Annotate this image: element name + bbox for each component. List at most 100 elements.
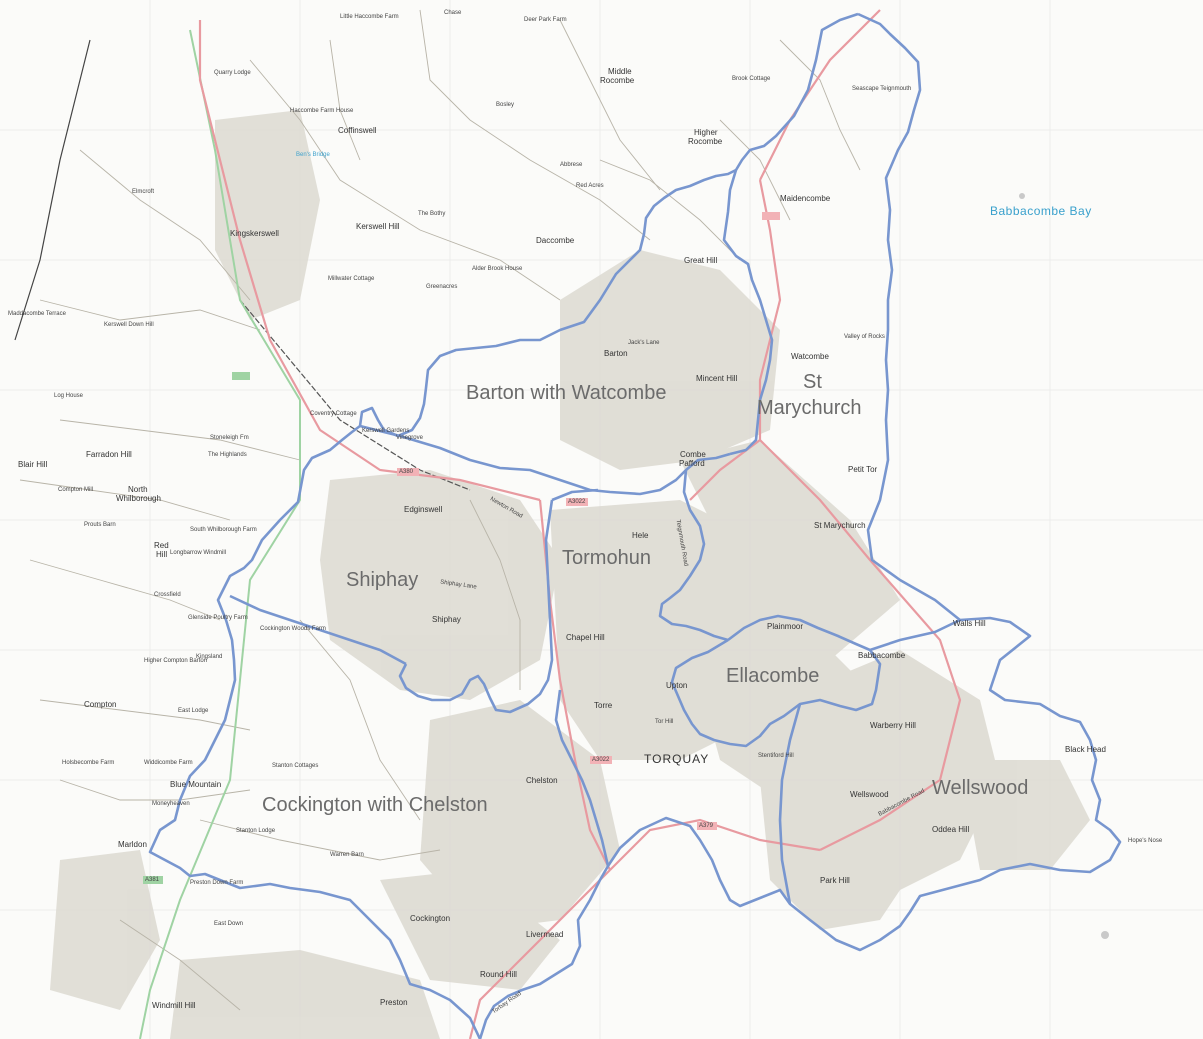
place-plainmoor: Plainmoor (767, 622, 804, 631)
place-elmcroft: Elmcroft (132, 189, 155, 195)
place-north-whilborough-1: North (128, 485, 148, 494)
place-torquay: TORQUAY (644, 752, 710, 766)
place-east-lodge: East Lodge (178, 708, 209, 714)
place-maddacombe-terrace: Maddacombe Terrace (8, 311, 66, 317)
place-bens-bridge: Ben's Bridge (296, 152, 330, 158)
place-torre: Torre (594, 701, 613, 710)
place-kingskerswell: Kingskerswell (230, 229, 279, 238)
place-widdicombe: Widdicombe Farm (144, 760, 193, 766)
place-haccombe-farm: Haccombe Farm House (290, 108, 354, 114)
place-millwater: Millwater Cottage (328, 276, 375, 282)
main-roads (198, 9, 962, 1039)
place-petit-tor: Petit Tor (848, 465, 878, 474)
place-daccombe: Daccombe (536, 236, 575, 245)
place-the-highlands: The Highlands (208, 452, 247, 458)
place-combe-pafford-1: Combe (680, 450, 706, 459)
place-warberry-hill: Warberry Hill (870, 721, 916, 730)
place-north-whilborough-2: Whilborough (116, 494, 161, 503)
ward-label-tormohun: Tormohun (562, 547, 651, 569)
place-farradon-hill: Farradon Hill (86, 450, 132, 459)
place-seascape: Seascape Teignmouth (852, 86, 912, 92)
place-compton-mill: Compton Mill (58, 487, 94, 493)
place-log-house: Log House (54, 393, 84, 399)
place-upton: Upton (666, 681, 688, 690)
ward-label-st-marychurch-line2: Marychurch (757, 397, 862, 419)
place-little-haccombe: Little Haccombe Farm (340, 14, 399, 20)
place-glenside: Glenside Poultry Farm (188, 615, 248, 621)
place-stoneleigh: Stoneleigh Fm (210, 435, 249, 441)
place-red-hill-1: Red (154, 541, 169, 550)
place-stanton-lodge: Stanton Lodge (236, 828, 276, 834)
ward-label-wellswood: Wellswood (932, 777, 1029, 799)
place-coffinswell: Coffinswell (338, 126, 377, 135)
place-abbrese: Abbrese (560, 162, 583, 168)
place-higher-rocombe-1: Higher (694, 128, 718, 137)
place-black-head: Black Head (1065, 745, 1106, 754)
place-brook-cottage: Brook Cottage (732, 76, 771, 82)
ward-boundaries (148, 12, 1122, 1039)
place-deer-park-farm: Deer Park Farm (524, 17, 567, 23)
ward-label-barton-with-watcombe: Barton with Watcombe (466, 382, 667, 404)
babbacombe-bay-label: Babbacombe Bay (990, 204, 1092, 218)
offshore-rocks (1019, 193, 1109, 939)
place-walls-hill: Walls Hill (953, 619, 986, 628)
place-blue-mountain: Blue Mountain (170, 780, 222, 789)
place-prouts-barn: Prouts Barn (84, 522, 116, 528)
ward-label-ellacombe: Ellacombe (726, 665, 820, 687)
ward-label-cockington-with-chelston: Cockington with Chelston (262, 794, 488, 816)
place-middle-rocombe-1: Middle (608, 67, 632, 76)
place-holsbecombe: Holsbecombe Farm (62, 760, 115, 766)
place-kerswell-down-hill: Kerswell Down Hill (104, 322, 154, 328)
place-preston: Preston (380, 998, 408, 1007)
green-route (139, 29, 301, 1039)
road-label-a3022-b: A3022 (592, 757, 610, 763)
place-valley-of-rocks: Valley of Rocks (844, 334, 885, 340)
place-vinegrove: Vinegrove (396, 435, 423, 441)
road-label-a379: A379 (699, 823, 714, 829)
place-stanton-cottages: Stanton Cottages (272, 763, 319, 769)
place-east-down: East Down (214, 921, 244, 927)
urban-areas (50, 110, 1090, 1039)
place-round-hill: Round Hill (480, 970, 517, 979)
place-longbarrow: Longbarrow Windmill (170, 550, 227, 556)
place-south-whilborough: South Whilborough Farm (190, 527, 257, 533)
place-park-hill: Park Hill (820, 876, 850, 885)
place-windmill-hill: Windmill Hill (152, 1001, 196, 1010)
place-cockington-woods: Cockington Woods Farm (260, 626, 326, 632)
place-higher-compton-barton: Higher Compton Barton (144, 658, 208, 664)
place-marldon: Marldon (118, 840, 147, 849)
place-the-bothy: The Bothy (418, 211, 446, 217)
place-kingsland: Kingsland (196, 654, 223, 660)
place-shiphay: Shiphay (432, 615, 461, 624)
place-preston-down: Preston Down Farm (190, 880, 244, 886)
place-higher-rocombe-2: Rocombe (688, 137, 723, 146)
place-bosley: Bosley (496, 102, 515, 108)
place-chase: Chase (444, 10, 462, 16)
railway-north (14, 39, 91, 341)
minor-roads (19, 9, 861, 1011)
place-mincent-hill: Mincent Hill (696, 374, 738, 383)
place-watcombe: Watcombe (791, 352, 829, 361)
place-chapel-hill: Chapel Hill (566, 633, 605, 642)
railway-line (239, 299, 471, 491)
place-cockington: Cockington (410, 914, 451, 923)
place-kerswell-hill: Kerswell Hill (356, 222, 400, 231)
place-hele: Hele (632, 531, 649, 540)
place-moneyheaven: Moneyheaven (152, 801, 190, 807)
place-kerswell-gardens: Kerswell Gardens (362, 428, 410, 434)
place-wellswood: Wellswood (850, 790, 889, 799)
place-compton: Compton (84, 700, 117, 709)
place-oddea-hill: Oddea Hill (932, 825, 970, 834)
place-crossfield: Crossfield (154, 592, 181, 598)
place-st-marychurch: St Marychurch (814, 521, 866, 530)
place-middle-rocombe-2: Rocombe (600, 76, 635, 85)
place-edginswell: Edginswell (404, 505, 443, 514)
place-barton: Barton (604, 349, 628, 358)
place-babbacombe: Babbacombe (858, 651, 906, 660)
place-jacks-lane: Jack's Lane (628, 340, 660, 346)
place-combe-pafford-2: Pafford (679, 459, 705, 468)
place-great-hill: Great Hill (684, 256, 718, 265)
road-shields (143, 212, 780, 884)
